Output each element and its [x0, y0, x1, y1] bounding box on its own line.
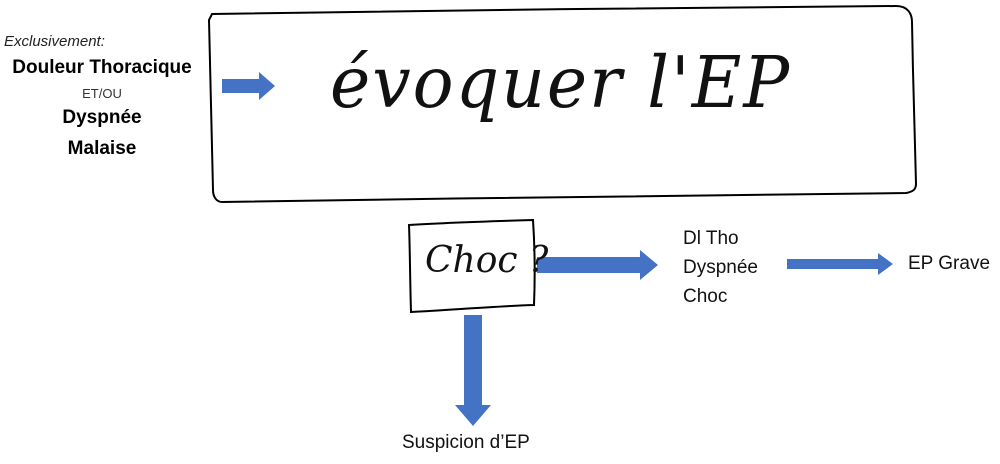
- criteria-connector: ET/OU: [82, 86, 122, 101]
- right-branch-line-2: Dyspnée: [683, 257, 758, 278]
- right-branch-line-3: Choc: [683, 286, 728, 307]
- arrow-choc-down: [455, 315, 491, 426]
- choc-box-outline: [407, 218, 536, 314]
- decision-text: Choc ?: [425, 240, 549, 281]
- criteria-chest-pain: Douleur Thoracique: [12, 57, 192, 78]
- arrow-choc-to-list: [537, 250, 658, 280]
- criteria-dyspnea: Dyspnée: [62, 107, 142, 128]
- arrow-to-main-box: [222, 72, 275, 100]
- criteria-qualifier: Exclusivement:: [4, 33, 105, 50]
- right-branch-list: Dl Tho Dyspnée Choc: [683, 224, 758, 311]
- criteria-malaise: Malaise: [67, 138, 137, 159]
- main-box-outline: [207, 4, 918, 204]
- ep-grave-label: EP Grave: [908, 253, 991, 274]
- arrow-list-to-grave: [787, 253, 893, 275]
- main-box-text: évoquer l'EP: [330, 42, 792, 125]
- suspicion-label: Suspicion d’EP: [402, 432, 530, 453]
- right-branch-line-1: Dl Tho: [683, 228, 739, 249]
